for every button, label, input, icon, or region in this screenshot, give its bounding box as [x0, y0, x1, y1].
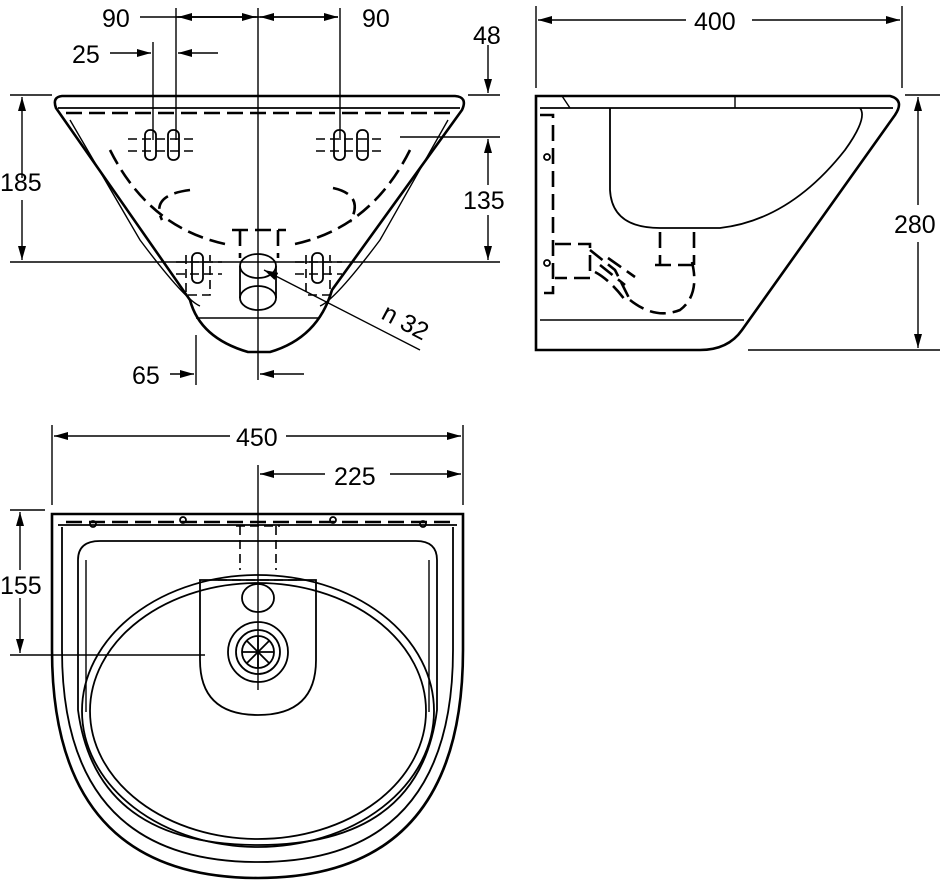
side-basin-outline	[534, 94, 901, 352]
dim-front-waste-offset: 65	[132, 362, 160, 390]
front-view: 90 90 25 48 185 135 65 n 32	[0, 5, 505, 390]
front-dimensions: 90 90 25 48 185 135 65 n 32	[0, 5, 505, 390]
dim-front-top-depth: 48	[473, 22, 501, 50]
dim-side-height: 280	[894, 211, 936, 239]
dim-plan-width: 450	[236, 424, 278, 452]
label-waste-diameter: n 32	[377, 299, 433, 347]
dim-plan-half-width: 225	[334, 463, 376, 491]
side-hidden-lines	[540, 113, 700, 315]
plan-dimensions: 450 225 155	[0, 424, 464, 690]
dim-front-overall-height: 185	[0, 169, 42, 197]
dim-side-depth: 400	[694, 8, 736, 36]
front-basin-outline	[53, 94, 466, 354]
dim-front-hole-spacing: 25	[72, 41, 100, 69]
side-view: 400 280	[534, 6, 940, 352]
dim-plan-drain-position: 155	[0, 572, 42, 600]
dim-front-left-offset: 90	[102, 5, 130, 33]
side-dimensions: 400 280	[535, 6, 940, 351]
dim-front-bracket-height: 135	[463, 187, 505, 215]
plan-basin-outline	[50, 512, 465, 880]
plan-view: 450 225 155	[0, 424, 465, 880]
front-centerlines	[10, 8, 500, 385]
dim-front-right-offset: 90	[362, 5, 390, 33]
